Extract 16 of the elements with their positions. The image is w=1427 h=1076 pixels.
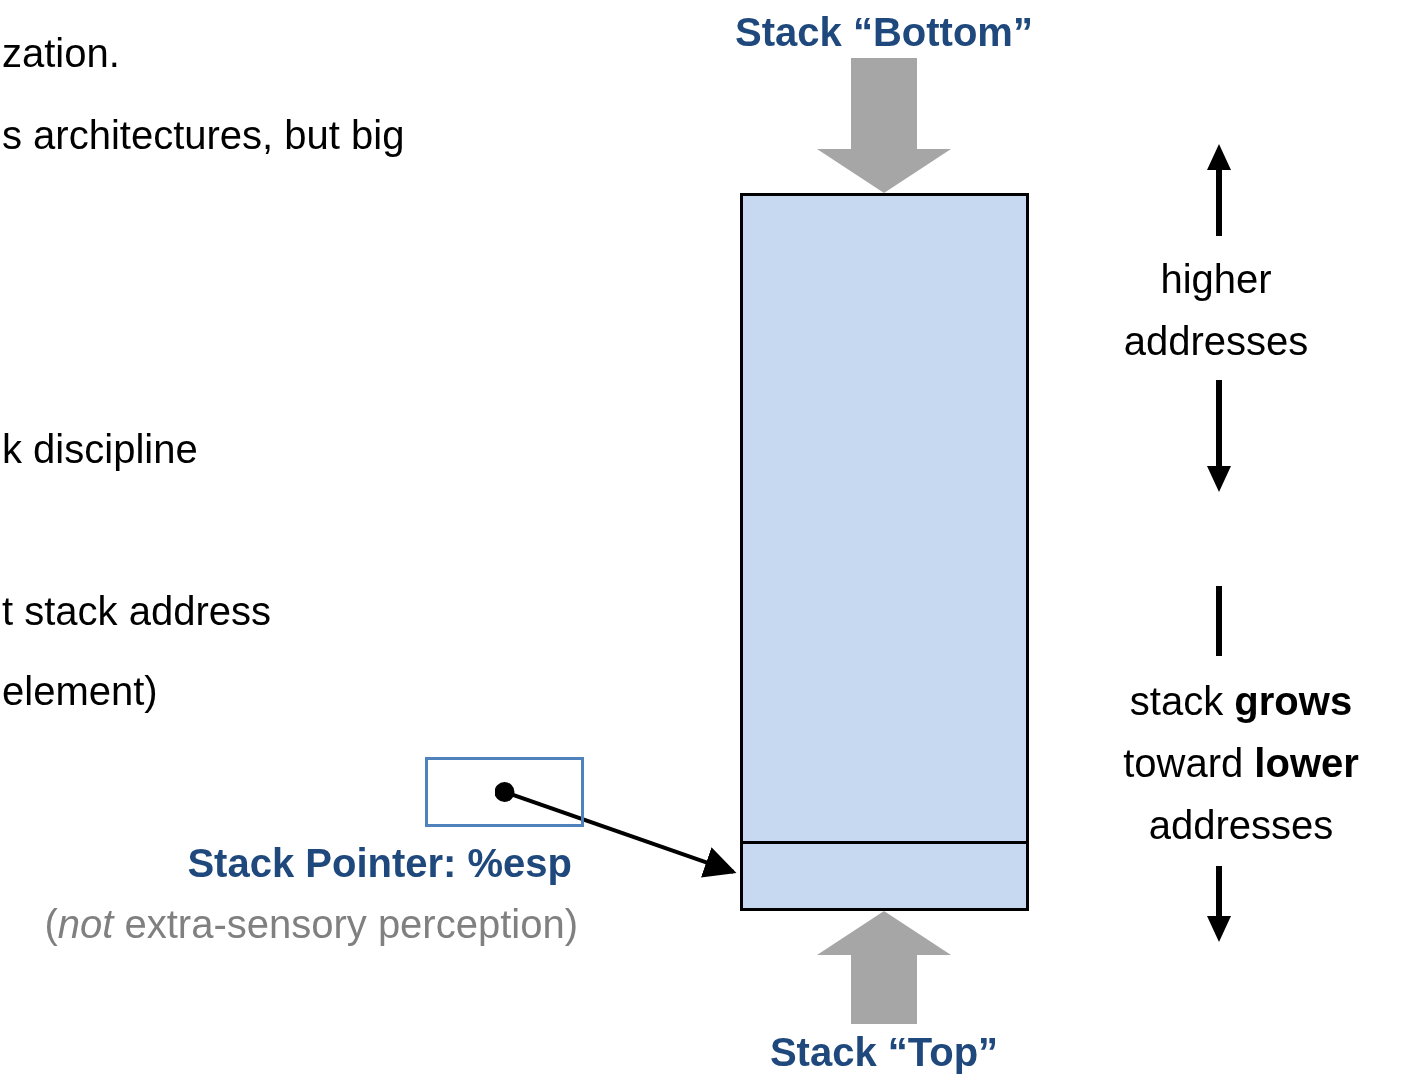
text-fragment: k discipline [2, 426, 198, 473]
text-fragment: t stack address [2, 588, 271, 635]
text-fragment: s architectures, but big [2, 112, 405, 159]
caption-note: (not extra-sensory perception) [44, 901, 578, 948]
block-arrow [817, 58, 951, 193]
block-arrow [817, 911, 951, 1024]
direction-note: higher addresses [1122, 256, 1310, 365]
pointer-arrow [494, 782, 737, 878]
pointer-caption: Stack Pointer: %esp [187, 840, 572, 887]
register-box [425, 757, 584, 827]
stack-box [740, 193, 1029, 911]
text-fragment: zation. [2, 30, 120, 77]
stack-bottom-label: Stack “Bottom” [684, 6, 1084, 58]
direction-note: stack grows toward lower addresses [1122, 678, 1360, 849]
text-fragment: element) [2, 668, 158, 715]
stack-top-label: Stack “Top” [684, 1024, 1084, 1076]
